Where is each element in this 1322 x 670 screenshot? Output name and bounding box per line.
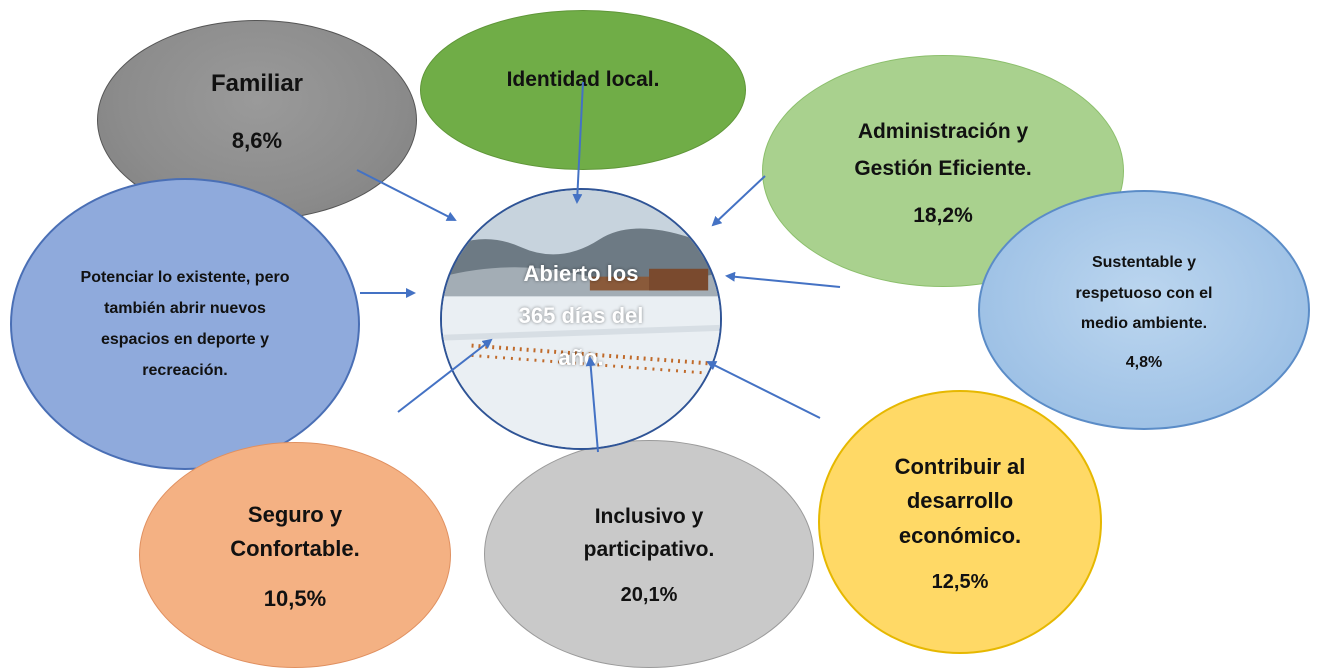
node-potenciar: Potenciar lo existente, pero también abr… [10, 178, 360, 470]
arrow-contribuir [706, 361, 821, 419]
node-seguro-label: Seguro y Confortable. [230, 501, 360, 561]
node-administracion-label: Administración y Gestión Eficiente. [854, 120, 1032, 180]
arrow-inclusivo [585, 356, 599, 453]
node-administracion-value: 18,2% [913, 203, 973, 227]
node-sustentable-value: 4,8% [1125, 353, 1163, 371]
node-administracion: Administración y Gestión Eficiente. 18,2… [762, 55, 1124, 287]
center-label: Abierto los 365 días del año. [518, 261, 644, 370]
node-familiar-value: 8,6% [231, 128, 283, 153]
arrow-seguro [397, 338, 493, 413]
node-contribuir: Contribuir al desarrollo económico. 12,5… [818, 390, 1102, 654]
snow-scene-image [442, 190, 720, 448]
node-sustentable: Sustentable y respetuoso con el medio am… [978, 190, 1310, 430]
node-identidad-label: Identidad local. [506, 68, 660, 92]
node-inclusivo-label: Inclusivo y participativo. [583, 504, 715, 561]
arrow-identidad [572, 81, 584, 204]
node-contribuir-label: Contribuir al desarrollo económico. [894, 454, 1026, 548]
arrow-sustentable [725, 271, 841, 288]
arrow-administracion [711, 175, 766, 227]
node-sustentable-label: Sustentable y respetuoso con el medio am… [1075, 254, 1213, 333]
node-familiar-label: Familiar [210, 70, 304, 97]
node-inclusivo-value: 20,1% [620, 584, 678, 607]
node-contribuir-value: 12,5% [931, 570, 989, 593]
node-potenciar-label: Potenciar lo existente, pero también abr… [80, 268, 290, 380]
node-inclusivo: Inclusivo y participativo. 20,1% [484, 440, 814, 668]
center-node: Abierto los 365 días del año. [440, 188, 722, 450]
node-seguro-value: 10,5% [263, 586, 327, 612]
node-seguro: Seguro y Confortable. 10,5% [139, 442, 451, 668]
arrow-familiar [356, 169, 457, 221]
